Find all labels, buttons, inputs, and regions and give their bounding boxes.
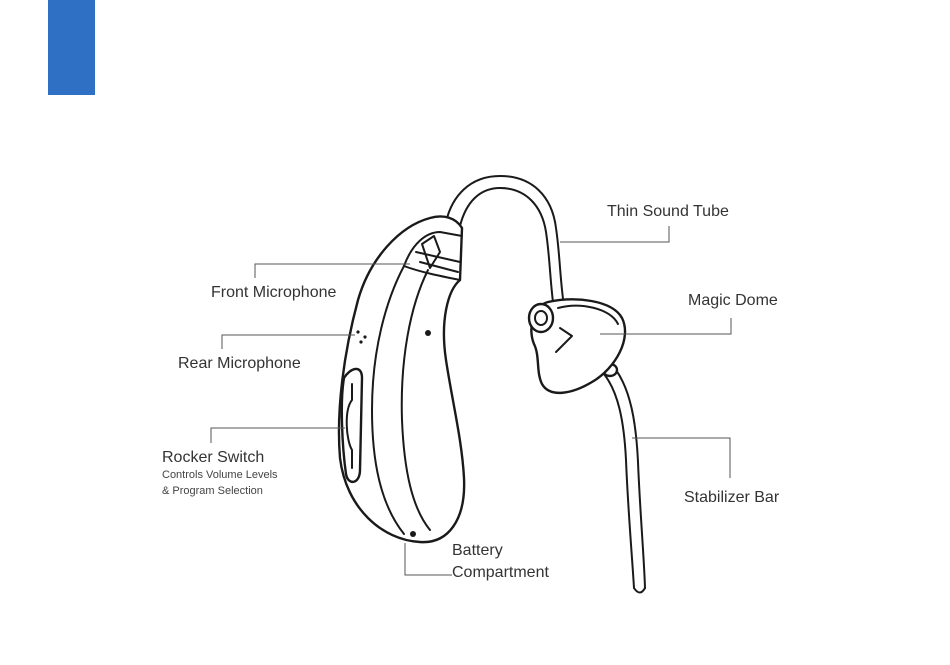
leader-battery	[405, 543, 452, 575]
hearing-aid-body	[339, 216, 464, 542]
leader-stabilizer-bar	[632, 438, 730, 478]
label-rocker-switch-desc-2: & Program Selection	[162, 483, 263, 499]
label-rocker-switch-desc-1: Controls Volume Levels	[162, 467, 278, 483]
leader-rear-microphone	[222, 335, 355, 349]
label-battery: Battery	[452, 541, 503, 561]
label-rocker-switch: Rocker Switch	[162, 448, 264, 468]
label-stabilizer-bar: Stabilizer Bar	[684, 488, 779, 508]
stabilizer-bar	[603, 364, 645, 593]
label-rear-microphone: Rear Microphone	[178, 354, 301, 374]
label-thin-sound-tube: Thin Sound Tube	[607, 202, 729, 222]
label-magic-dome: Magic Dome	[688, 291, 778, 311]
leader-thin-sound-tube	[560, 226, 669, 242]
label-front-microphone: Front Microphone	[211, 283, 336, 303]
label-battery-compartment: Compartment	[452, 563, 549, 583]
leader-lines	[211, 226, 731, 575]
leader-rocker-switch	[211, 428, 345, 443]
magic-dome	[529, 299, 625, 392]
thin-sound-tube	[446, 176, 564, 310]
